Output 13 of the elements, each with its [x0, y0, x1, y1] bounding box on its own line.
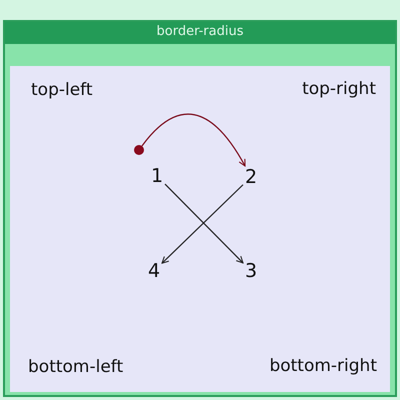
inner-panel: [10, 66, 390, 392]
corner-number: 2: [243, 166, 259, 188]
title-text: border-radius: [156, 24, 244, 39]
corner-label: top-right: [302, 79, 376, 99]
outer-box: [3, 20, 397, 397]
corner-number: 3: [243, 260, 259, 282]
arrow: [141, 114, 246, 167]
corner-label: bottom-left: [28, 357, 124, 377]
corner-number: 1: [149, 165, 165, 187]
corner-label: bottom-right: [269, 356, 377, 376]
corner-label: top-left: [31, 80, 93, 100]
corner-number: 4: [146, 260, 162, 282]
dot-marker: [134, 145, 144, 155]
